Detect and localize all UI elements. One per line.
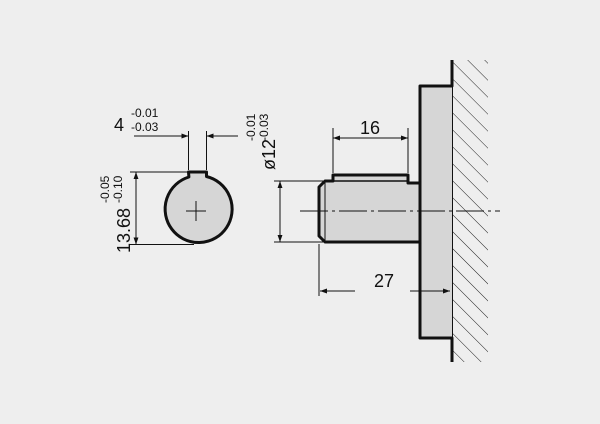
key-width-dimension (134, 131, 238, 170)
shaft-diameter-lower-tol: -0.03 (257, 113, 271, 141)
shaft-diameter-nominal: ø12 (259, 139, 279, 170)
shaft-side-view (300, 60, 500, 362)
key-height-dimension (130, 171, 194, 245)
key-width-nominal: 4 (114, 115, 124, 135)
shaft-diameter-label: ø12 -0.01 -0.03 (244, 113, 279, 170)
shaft-length-label: 27 (374, 271, 394, 291)
shaft-length-dimension (318, 244, 450, 296)
cross-section-outline (163, 170, 234, 245)
key-width-upper-tol: -0.01 (131, 106, 159, 120)
keyway-length-label: 16 (360, 118, 380, 138)
shaft-diameter-upper-tol: -0.01 (244, 113, 258, 141)
shaft-cross-section (163, 170, 234, 245)
shaft-outline (317, 173, 422, 244)
key-height-upper-tol: -0.05 (98, 175, 112, 203)
key-height-nominal: 13.68 (114, 208, 134, 253)
key-width-label: 4 -0.01 -0.03 (114, 106, 159, 135)
key-height-lower-tol: -0.10 (111, 175, 125, 203)
keyway-length-dimension (332, 128, 409, 173)
shaft-diameter-dimension (274, 180, 323, 243)
key-width-lower-tol: -0.03 (131, 120, 159, 134)
key-height-label: 13.68 -0.05 -0.10 (98, 175, 134, 253)
